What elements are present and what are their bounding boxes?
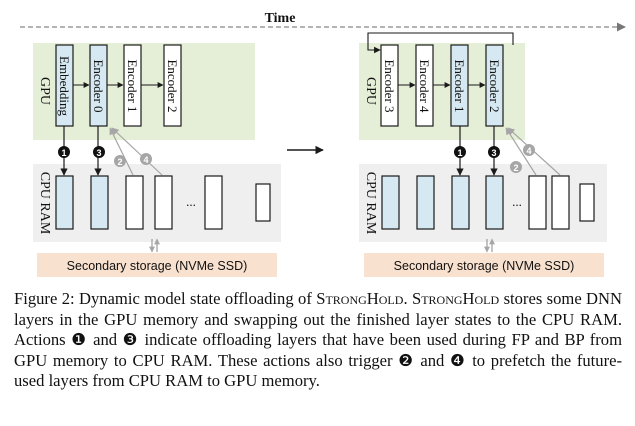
marker-4 <box>140 153 152 165</box>
cpu-layer <box>154 175 173 230</box>
caption-system-name: StrongHold <box>411 289 500 308</box>
prefetch-arrow <box>111 127 163 176</box>
storage-label: Secondary storage (NVMe SSD) <box>394 259 575 273</box>
svg-text:1: 1 <box>61 148 66 158</box>
cpu-layer <box>451 175 470 230</box>
left-panel: GPU CPU RAM Secondary storage (NVMe SSD)… <box>33 43 281 277</box>
caption-text: stores some DNN layers in the GPU memory… <box>14 289 623 390</box>
svg-text:3: 3 <box>96 148 101 158</box>
right-panel: GPU CPU RAM Secondary storage (NVMe SSD)… <box>359 32 607 277</box>
marker-2 <box>510 161 522 173</box>
loop-arrow <box>367 32 514 54</box>
svg-text:Encoder 4: Encoder 4 <box>417 59 432 113</box>
marker-2 <box>114 155 126 167</box>
svg-text:2: 2 <box>117 157 122 167</box>
marker-3 <box>488 146 500 158</box>
gpu-layer: Encoder 2 <box>163 44 182 127</box>
gpu-layer: Encoder 2 <box>485 44 504 127</box>
ellipsis: ... <box>512 194 522 209</box>
figure-caption: Figure 2: Dynamic model state offloading… <box>14 289 622 392</box>
gpu-layer: Embedding <box>55 44 74 127</box>
svg-text:Encoder 1: Encoder 1 <box>452 59 467 112</box>
prefetch-arrow <box>505 127 537 176</box>
svg-text:2: 2 <box>513 163 518 173</box>
cpu-layer <box>255 183 271 222</box>
cpu-layer <box>381 175 400 230</box>
timeline: Time <box>20 8 626 32</box>
storage-region <box>37 253 277 277</box>
storage-label: Secondary storage (NVMe SSD) <box>67 259 248 273</box>
marker-4 <box>523 144 535 156</box>
timeline-label: Time <box>265 11 296 26</box>
cpu-layer <box>204 175 223 230</box>
gpu-layer: Encoder 3 <box>380 44 399 127</box>
offloading-diagram: Time GPU CPU RAM Secondary storage (NVMe… <box>20 8 626 277</box>
storage-region <box>364 253 604 277</box>
cpu-layer <box>551 175 570 230</box>
cpu-layer <box>485 175 504 230</box>
svg-text:Encoder 0: Encoder 0 <box>91 59 106 112</box>
gpu-layer: Encoder 4 <box>415 44 434 127</box>
marker-3 <box>93 146 105 158</box>
svg-text:Encoder 1: Encoder 1 <box>125 59 140 112</box>
svg-text:Encoder 2: Encoder 2 <box>165 59 180 112</box>
cpu-label: CPU RAM <box>363 172 378 235</box>
svg-text:3: 3 <box>491 148 496 158</box>
cpu-layer <box>55 175 74 230</box>
svg-text:Encoder 3: Encoder 3 <box>382 59 397 112</box>
marker-1 <box>58 146 70 158</box>
caption-text: Figure 2: Dynamic model state offloading… <box>14 289 317 308</box>
caption-system-name: StrongHold <box>316 289 404 308</box>
cpu-label: CPU RAM <box>37 172 52 235</box>
prefetch-arrow <box>109 127 134 176</box>
gpu-label: GPU <box>37 77 52 105</box>
svg-text:1: 1 <box>457 148 462 158</box>
ellipsis: ... <box>186 194 196 209</box>
cpu-layer <box>579 183 595 222</box>
gpu-label: GPU <box>363 77 378 105</box>
svg-text:Encoder 2: Encoder 2 <box>487 59 502 112</box>
cpu-layer <box>416 175 435 230</box>
svg-text:Embedding: Embedding <box>57 56 72 116</box>
gpu-layer: Encoder 1 <box>450 44 469 127</box>
svg-text:4: 4 <box>526 146 531 156</box>
marker-1 <box>454 146 466 158</box>
gpu-layer: Encoder 0 <box>89 44 108 127</box>
svg-text:4: 4 <box>143 155 148 165</box>
cpu-layer <box>90 175 109 230</box>
caption-text: . <box>403 289 412 308</box>
cpu-layer <box>528 175 547 230</box>
gpu-layer: Encoder 1 <box>123 44 142 127</box>
cpu-layer <box>125 175 144 230</box>
